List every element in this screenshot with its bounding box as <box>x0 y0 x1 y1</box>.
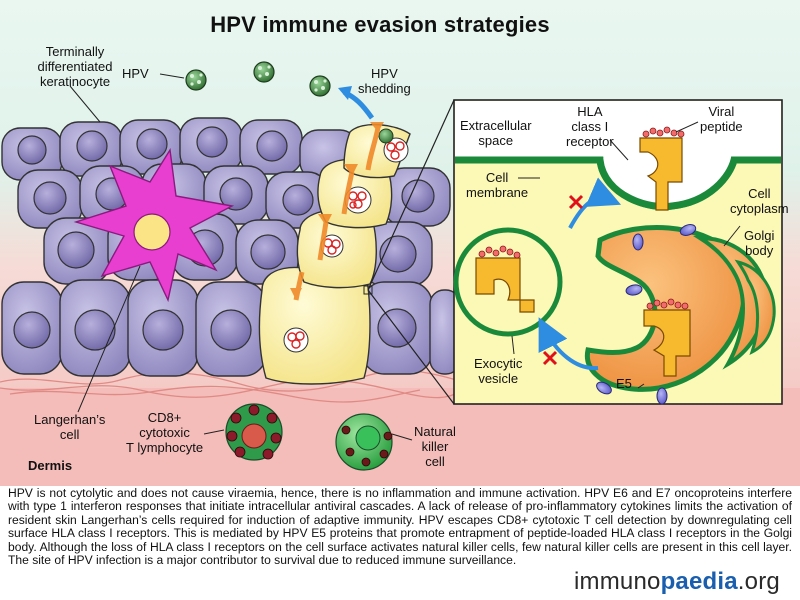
inset-pointers <box>511 121 741 389</box>
label-dermis: Dermis <box>28 458 73 473</box>
nk-pointer <box>391 433 413 441</box>
zoom-line-upper <box>367 99 455 291</box>
migration-arrows <box>290 122 384 301</box>
brand-part-3: .org <box>737 568 780 595</box>
free-virions <box>185 61 331 97</box>
intracellular-virions <box>283 128 409 353</box>
trafficking-arrow-upper <box>568 177 622 229</box>
zoom-line-lower <box>367 289 455 405</box>
page-title: HPV immune evasion strategies <box>210 12 550 37</box>
e5-proteins <box>596 224 697 405</box>
trafficking-arrow-lower <box>538 317 599 371</box>
label-e5: E5 <box>616 376 632 391</box>
inset-panel <box>453 99 783 405</box>
diagram <box>0 0 800 486</box>
figure: HPV immune evasion strategies Terminally… <box>0 0 800 486</box>
caption-text: HPV is not cytolytic and does not cause … <box>8 486 792 568</box>
surface-hla-receptor <box>639 126 685 211</box>
golgi-body <box>584 225 776 392</box>
brand-logo: immunopaedia.org <box>574 568 780 596</box>
label-hpv: HPV <box>122 66 149 81</box>
golgi-hla-receptor <box>643 298 691 377</box>
natural-killer-cell <box>335 413 393 471</box>
zoom-marker <box>363 285 373 295</box>
block-marks <box>542 194 584 366</box>
cd8-pointer <box>203 429 225 435</box>
langerhans-cell <box>73 147 235 303</box>
vesicle-hla-receptor <box>475 245 535 313</box>
label-pointers <box>69 73 185 413</box>
brand-part-2: paedia <box>660 568 738 595</box>
cell-nuclei <box>13 126 435 351</box>
brand-part-1: immuno <box>574 568 661 595</box>
cd8-t-lymphocyte <box>225 403 283 461</box>
shedding-arrowhead <box>338 86 352 100</box>
